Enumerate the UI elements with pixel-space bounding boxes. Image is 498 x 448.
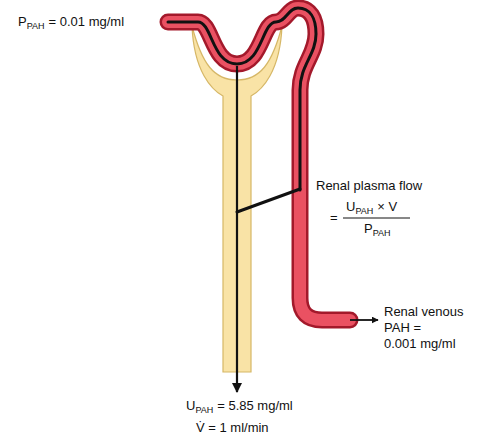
text-label: P [364,221,373,237]
pah-path [168,8,316,190]
text-label: = 5.85 mg/ml [217,398,293,414]
text-label: P [18,14,27,30]
text-label: 0.001 mg/ml [384,336,456,352]
blood-vessel-outline [168,8,350,320]
text-label: Renal venous [384,304,464,320]
venous-label-group: PAH = [384,320,421,336]
urine-concentration-group: UPAH= 5.85 mg/ml [186,398,293,418]
formula-denominator-group: PPAH [364,221,391,241]
subscript-label: PAH [27,18,45,34]
text-label: V̇ = 1 ml/min [196,420,269,436]
subscript-label: PAH [355,203,373,219]
blood-vessel [168,8,350,320]
text-label: PAH = [384,320,421,336]
pah-secretion [237,189,300,212]
text-label: = [330,210,338,226]
text-label: × V [377,199,397,215]
formula-equals-group: = [330,210,338,226]
plasma-concentration-group: PPAH= 0.01 mg/ml [18,14,124,34]
venous-arrow [350,319,378,321]
urine-flow-group: V̇ = 1 ml/min [196,420,269,436]
fraction-bar [343,218,410,219]
venous-label-group: Renal venous [384,304,464,320]
text-label: Renal plasma flow [316,178,422,194]
text-label: U [346,199,355,215]
pah-urine-flow [236,66,238,392]
subscript-label: PAH [195,402,213,418]
venous-label-group: 0.001 mg/ml [384,336,456,352]
formula-title-group: Renal plasma flow [316,178,422,194]
text-label: U [186,398,195,414]
formula-numerator-group: UPAH× V [346,199,397,219]
text-label: = 0.01 mg/ml [49,14,125,30]
subscript-label: PAH [373,225,391,241]
